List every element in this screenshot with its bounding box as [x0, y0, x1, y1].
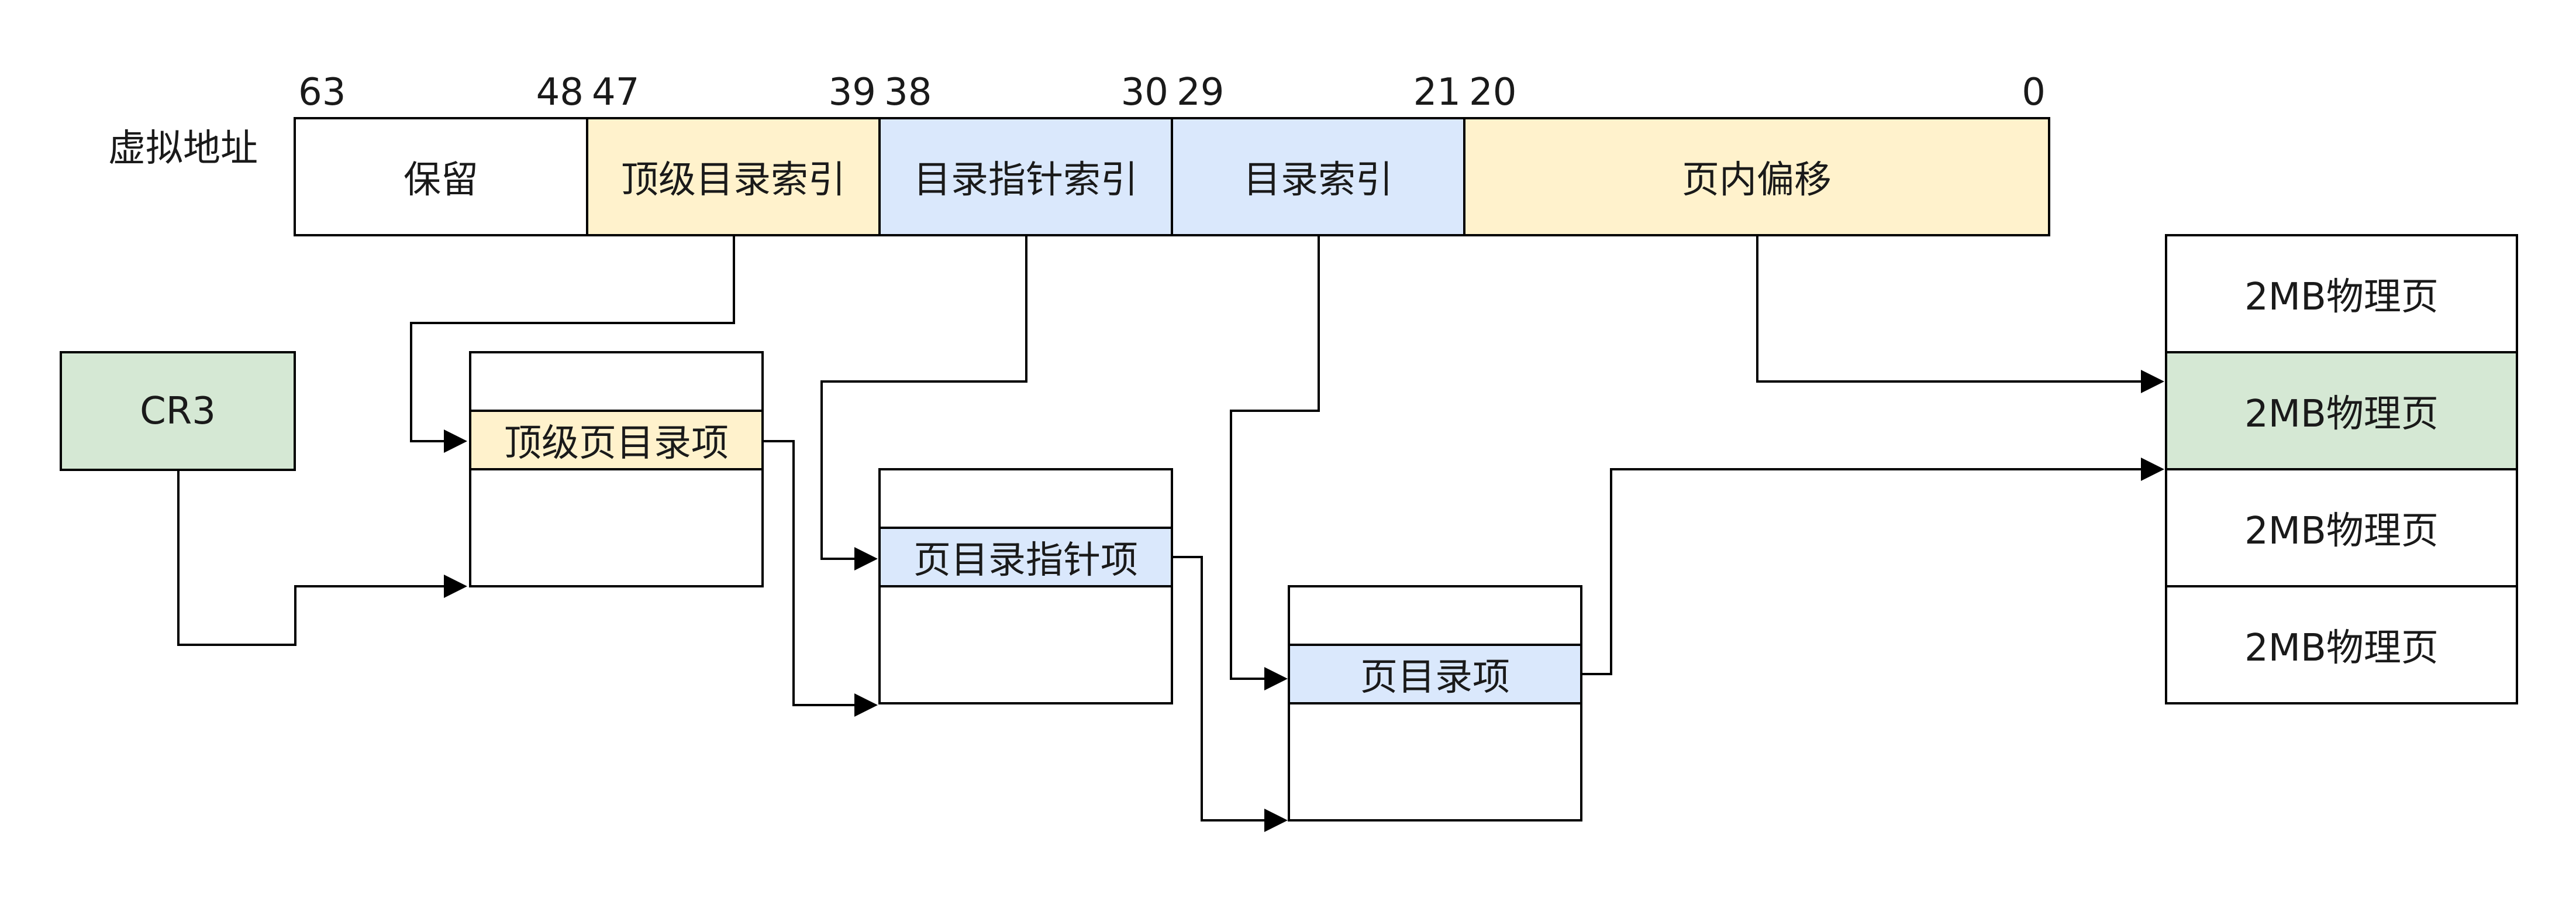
top-table-row-0 [469, 351, 764, 412]
pointer-entry: 页目录指针项 [878, 527, 1173, 587]
connector-offset-to-physical-page [1756, 236, 2164, 393]
bit-label-47: 47 [592, 71, 640, 114]
va-field-page-offset: 页内偏移 [1463, 117, 2050, 236]
connector-cr3-to-top-table [177, 471, 467, 646]
physical-page-2: 2MB物理页 [2165, 351, 2518, 470]
bit-label-30: 30 [1120, 71, 1168, 114]
dir-entry: 页目录项 [1288, 644, 1582, 704]
connector-pointer-index-to-pointer-entry [820, 236, 1027, 570]
bit-label-20: 20 [1469, 71, 1517, 114]
top-level-entry: 顶级页目录项 [469, 410, 764, 470]
pointer-table-row-0 [878, 468, 1173, 529]
physical-page-3: 2MB物理页 [2165, 468, 2518, 587]
cr3-register: CR3 [60, 351, 296, 471]
virtual-address-label: 虚拟地址 [108, 127, 258, 170]
bit-label-38: 38 [884, 71, 932, 114]
va-field-dir-index: 目录索引 [1171, 117, 1465, 236]
bit-label-48: 48 [536, 71, 584, 114]
pointer-table-row-2 [878, 585, 1173, 704]
connector-dir-index-to-dir-entry [1230, 236, 1320, 690]
va-field-pointer-index: 目录指针索引 [878, 117, 1173, 236]
connector-pointer-entry-to-dir-table [1173, 556, 1288, 832]
bit-label-21: 21 [1413, 71, 1461, 114]
bit-label-39: 39 [828, 71, 876, 114]
physical-page-4: 2MB物理页 [2165, 585, 2518, 704]
va-field-top-index: 顶级目录索引 [586, 117, 881, 236]
connector-top-index-to-top-entry [410, 236, 735, 453]
connector-dir-entry-to-physical-page [1582, 458, 2164, 675]
bit-label-29: 29 [1177, 71, 1225, 114]
va-field-reserved: 保留 [294, 117, 588, 236]
dir-table-row-0 [1288, 585, 1582, 646]
connector-top-entry-to-pointer-table [763, 440, 878, 717]
bit-label-0: 0 [2022, 71, 2046, 114]
top-table-row-2 [469, 468, 764, 587]
physical-page-1: 2MB物理页 [2165, 234, 2518, 353]
dir-table-row-2 [1288, 702, 1582, 821]
bit-label-63: 63 [298, 71, 346, 114]
